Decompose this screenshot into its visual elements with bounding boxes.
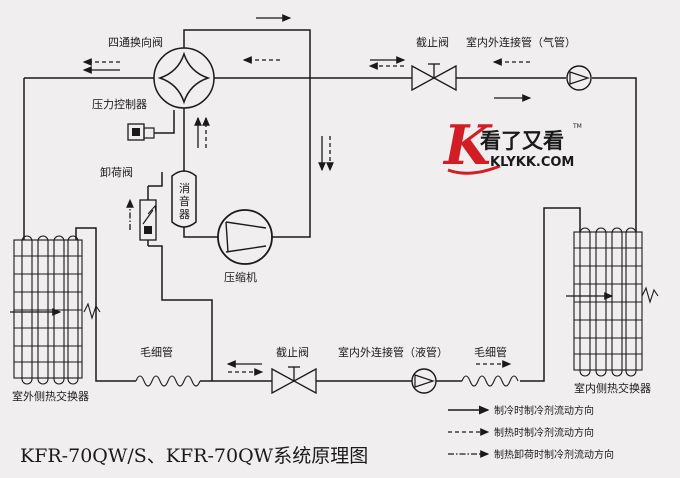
- label-indoor-hx: 室内侧热交换器: [574, 381, 651, 395]
- flow-arrows: [82, 14, 532, 376]
- label-muffler-3: 器: [179, 208, 190, 221]
- capillary-left: [135, 375, 201, 387]
- label-capillary-right: 毛细管: [474, 345, 507, 359]
- muffler: [171, 170, 197, 228]
- liquid-connector: [411, 368, 437, 394]
- label-capillary-left: 毛细管: [140, 345, 173, 359]
- logo-cn-text: 看了又看: [480, 129, 564, 153]
- indoor-heat-exchanger: [566, 227, 659, 377]
- pressure-controller: [127, 123, 155, 141]
- pipes: [23, 29, 637, 382]
- four-way-valve: [153, 47, 215, 109]
- four-way-valve-icon: [157, 51, 211, 105]
- label-stop-valve-top: 截止阀: [416, 35, 449, 49]
- label-liquid-connection: 室内外连接管（液管）: [338, 345, 448, 359]
- logo-k-letter: K: [442, 113, 493, 177]
- label-four-way-valve: 四通换向阀: [108, 35, 163, 49]
- unload-valve: [139, 199, 157, 241]
- gas-connector: [566, 65, 592, 91]
- legend: 制冷时制冷剂流动方向 制热时制冷剂流动方向 制热卸荷时制冷剂流动方向: [448, 404, 614, 461]
- capillary-right: [461, 375, 519, 387]
- pipe-outdoor-to-capillary: [75, 227, 136, 382]
- label-muffler-1: 消: [179, 181, 190, 195]
- logo-en-text: KLYKK.COM: [490, 155, 574, 170]
- label-compressor: 压缩机: [224, 270, 257, 284]
- label-muffler-2: 音: [179, 194, 190, 208]
- label-stop-valve-bottom: 截止阀: [276, 345, 309, 359]
- pipe-pressure-tap: [154, 110, 175, 134]
- compressor: [217, 209, 273, 265]
- pipe-muffler-to-compressor: [183, 224, 218, 238]
- diagram-title: KFR-70QW/S、KFR-70QW系统原理图: [20, 445, 368, 467]
- stop-valve-bottom: [271, 366, 317, 395]
- compressor-icon: [225, 221, 267, 253]
- label-outdoor-hx: 室外侧热交换器: [12, 389, 89, 403]
- label-unload-valve: 卸荷阀: [100, 165, 133, 179]
- label-gas-connection: 室内外连接管（气管）: [466, 35, 576, 49]
- pipe-capillary-to-indoor: [520, 207, 581, 382]
- legend-heating: 制热时制冷剂流动方向: [494, 426, 594, 439]
- label-pressure-controller: 压力控制器: [92, 97, 147, 111]
- stop-valve-top: [411, 63, 457, 92]
- outdoor-heat-exchanger: [10, 235, 101, 385]
- pipe-gas-to-indoor: [592, 77, 637, 232]
- pipe-valve-top-loop: [183, 29, 311, 238]
- logo-tm: TM: [572, 123, 582, 130]
- klykk-logo: K 看了又看 TM KLYKK.COM: [442, 113, 582, 177]
- labels: 四通换向阀 压力控制器 卸荷阀 消 音 器 压缩机 截止阀 室内外连接管（气管）…: [12, 35, 651, 403]
- pipe-unload-top-link: [148, 172, 163, 187]
- pipe-unload-bottom-link: [148, 245, 213, 381]
- legend-cooling: 制冷时制冷剂流动方向: [494, 404, 594, 417]
- legend-heating-unload: 制热卸荷时制冷剂流动方向: [494, 448, 614, 461]
